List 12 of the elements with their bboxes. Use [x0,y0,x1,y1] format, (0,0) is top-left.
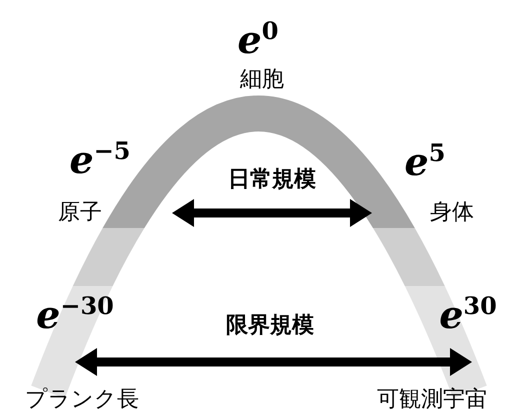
exponent-label: e$^{5}$ [404,143,446,181]
scale-label: 身体 [430,202,474,224]
scale-label: プランク長 [25,389,139,411]
exponent-label: e$^{0}$ [238,21,278,59]
exponent-label: e$^{30}$ [439,296,497,334]
exponent-label: e$^{−30}$ [36,296,114,334]
scale-label: 細胞 [240,69,284,91]
range-label: 日常規模 [228,169,316,191]
range-label: 限界規模 [226,315,314,337]
scale-label: 原子 [58,202,102,224]
exponent-label: e$^{−5}$ [70,141,130,179]
scale-label: 可観測宇宙 [377,389,487,411]
